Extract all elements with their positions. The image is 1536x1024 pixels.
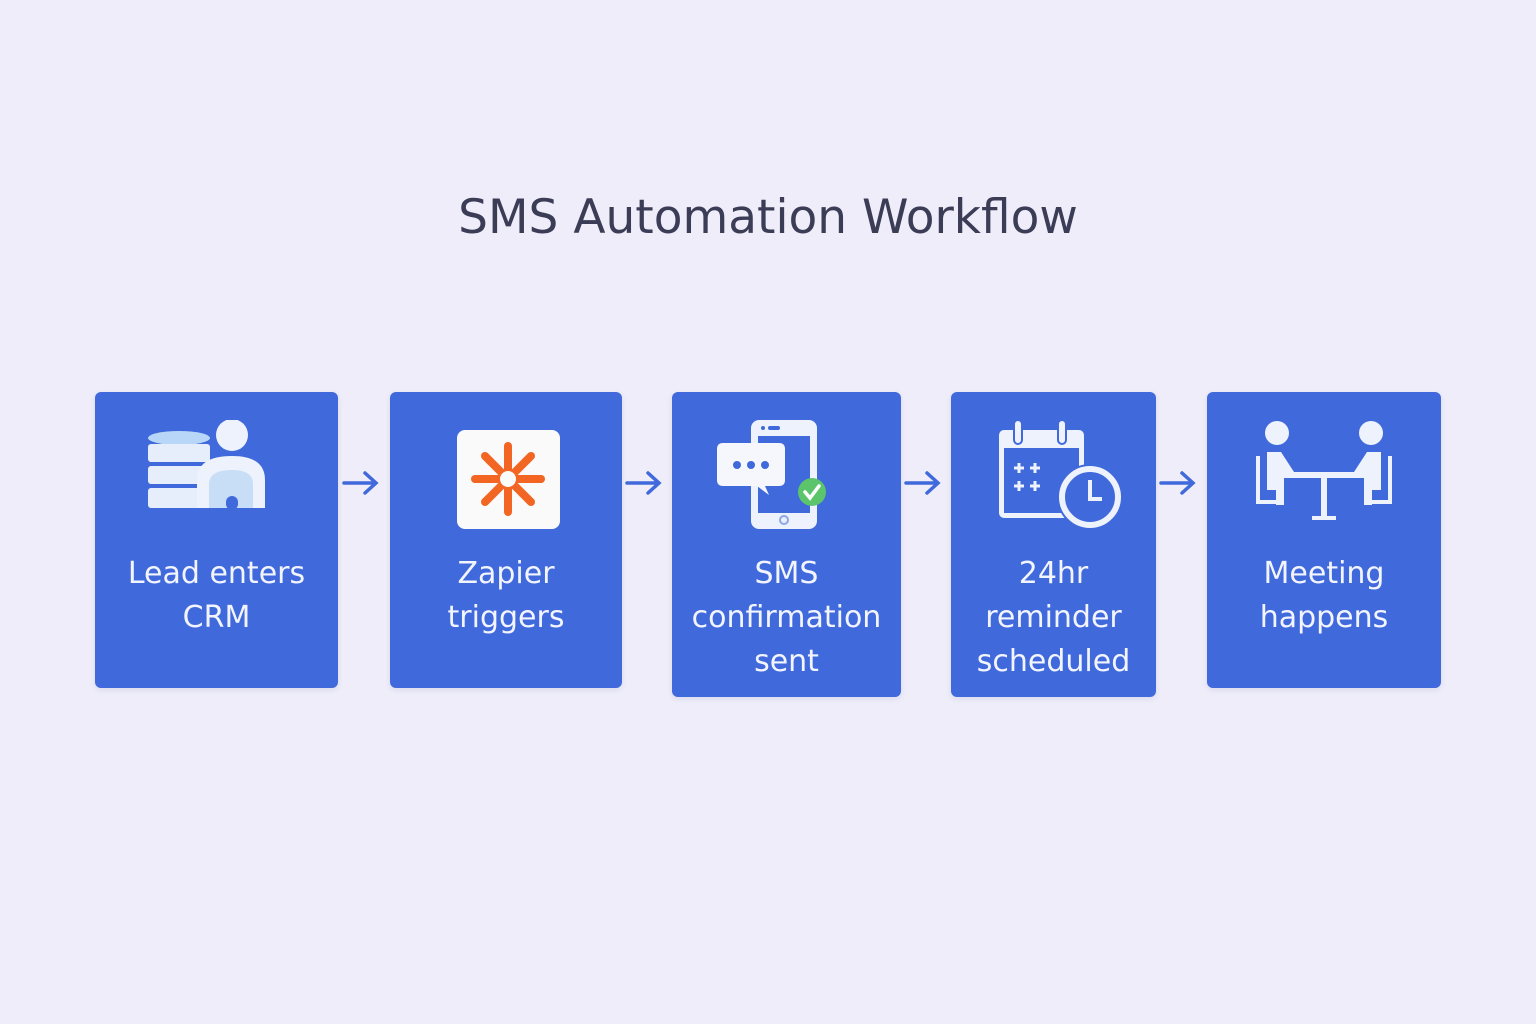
zapier-asterisk-icon <box>457 430 560 529</box>
meeting-table-icon <box>1256 421 1392 520</box>
calendar-clock-icon <box>998 420 1123 530</box>
arrow-right-icon <box>1159 471 1196 495</box>
database-user-icon <box>147 420 265 510</box>
page-title: SMS Automation Workflow <box>458 190 1078 245</box>
arrow-right-icon <box>342 471 379 495</box>
arrow-right-icon <box>904 471 941 495</box>
arrow-right-icon <box>625 471 662 495</box>
phone-message-check-icon <box>716 420 826 529</box>
